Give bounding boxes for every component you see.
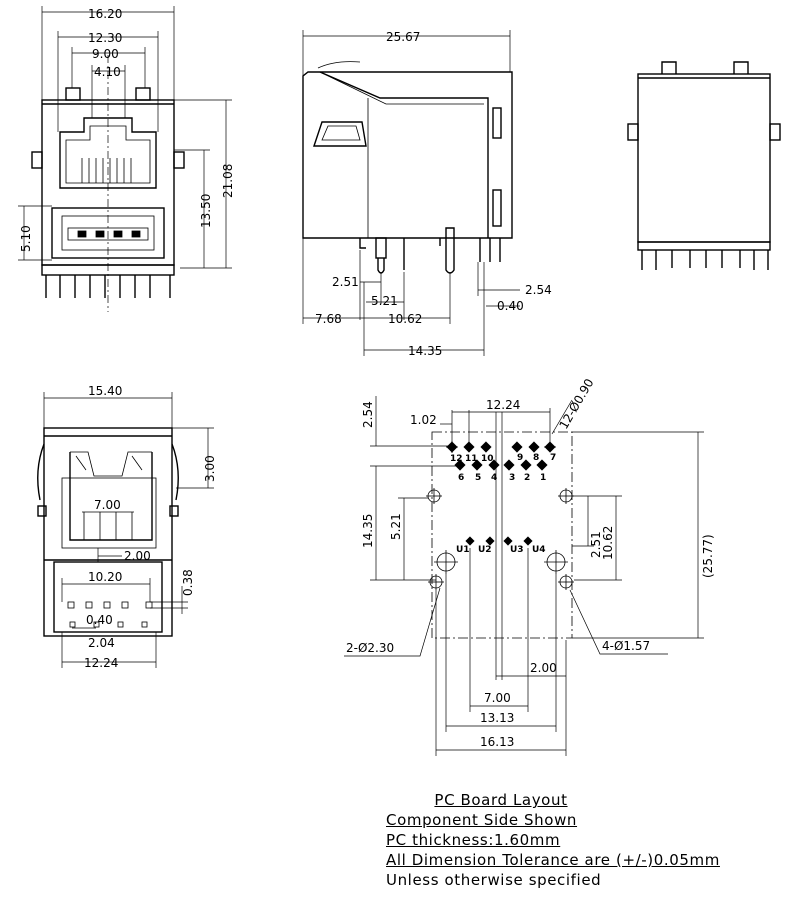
dim-4-10: 4.10 [94, 65, 121, 79]
dim-5-21: 5.21 [371, 294, 398, 308]
dim-4-dia-1-57: 4-Ø1.57 [602, 639, 650, 653]
dim-14-35: 14.35 [361, 514, 375, 548]
dim-16-20: 16.20 [88, 7, 122, 21]
pin-label-10: 10 [481, 454, 494, 464]
dim-12-24: 12.24 [486, 398, 520, 412]
dim-7-00: 7.00 [484, 691, 511, 705]
dim-13-50: 13.50 [199, 194, 213, 228]
dim-7-00: 7.00 [94, 498, 121, 512]
notes-unless-specified: Unless otherwise specified [386, 871, 602, 889]
pin-label-2: 2 [524, 473, 530, 483]
pin-label-7: 7 [550, 453, 556, 463]
dim-16-13: 16.13 [480, 735, 514, 749]
drawing-notes: PC Board Layout Component Side Shown PC … [386, 790, 720, 890]
dim-0-40: 0.40 [86, 613, 113, 627]
dim-25-77-ref: (25.77) [701, 534, 715, 578]
pin-label-6: 6 [458, 473, 464, 483]
notes-tolerance: All Dimension Tolerance are (+/-)0.05mm [386, 851, 720, 869]
dim-10-62: 10.62 [388, 312, 422, 326]
dim-2-00: 2.00 [124, 549, 151, 563]
pin-label-4: 4 [491, 473, 497, 483]
dim-0-40: 0.40 [497, 299, 524, 313]
pin-label-11: 11 [465, 454, 478, 464]
dim-2-04: 2.04 [88, 636, 115, 650]
pin-label-u1: U1 [456, 545, 470, 555]
dim-9-00: 9.00 [92, 47, 119, 61]
dim-12-30: 12.30 [88, 31, 122, 45]
dim-2-51: 2.51 [589, 531, 603, 558]
dim-5-21: 5.21 [389, 513, 403, 540]
dim-2-dia-2-30: 2-Ø2.30 [346, 641, 394, 655]
notes-pc-thickness: PC thickness:1.60mm [386, 831, 561, 849]
side-view: 25.67 2.51 5.21 2.54 0.40 7.68 10.62 14.… [302, 30, 552, 358]
dim-21-08: 21.08 [221, 164, 235, 198]
bottom-view: 15.40 3.00 7.00 2.00 10.20 0.38 0.40 2.0… [37, 384, 217, 670]
pin-label-5: 5 [475, 473, 481, 483]
pin-label-8: 8 [533, 453, 539, 463]
dim-7-68: 7.68 [315, 312, 342, 326]
dim-10-20: 10.20 [88, 570, 122, 584]
dim-5-10: 5.10 [19, 225, 33, 252]
dim-10-62: 10.62 [601, 526, 615, 560]
dim-12-24: 12.24 [84, 656, 118, 670]
dim-13-13: 13.13 [480, 711, 514, 725]
dim-1-02: 1.02 [410, 413, 437, 427]
pin-label-12: 12 [450, 454, 463, 464]
dim-25-67: 25.67 [386, 30, 420, 44]
dim-15-40: 15.40 [88, 384, 122, 398]
pin-label-9: 9 [517, 453, 523, 463]
notes-title: PC Board Layout [434, 791, 568, 809]
dim-2-51: 2.51 [332, 275, 359, 289]
pin-label-1: 1 [540, 473, 546, 483]
pin-label-u4: U4 [532, 545, 546, 555]
rear-view [627, 61, 781, 270]
dim-2-54: 2.54 [361, 401, 375, 428]
pin-label-u2: U2 [478, 545, 492, 555]
dim-0-38: 0.38 [181, 569, 195, 596]
dim-3-00: 3.00 [203, 455, 217, 482]
dim-14-35: 14.35 [408, 344, 442, 358]
pin-label-3: 3 [509, 473, 515, 483]
pin-label-u3: U3 [510, 545, 524, 555]
pcb-layout-view: 12 11 10 9 8 7 6 5 4 3 2 1 U1 U2 U3 U4 [344, 376, 715, 756]
dim-12-dia-0-90: 12-Ø0.90 [556, 376, 596, 431]
dim-2-00: 2.00 [530, 661, 557, 675]
dim-2-54: 2.54 [525, 283, 552, 297]
notes-component-side: Component Side Shown [386, 811, 578, 829]
front-view: 16.20 12.30 9.00 4.10 21.08 13.50 5.10 [18, 6, 235, 312]
